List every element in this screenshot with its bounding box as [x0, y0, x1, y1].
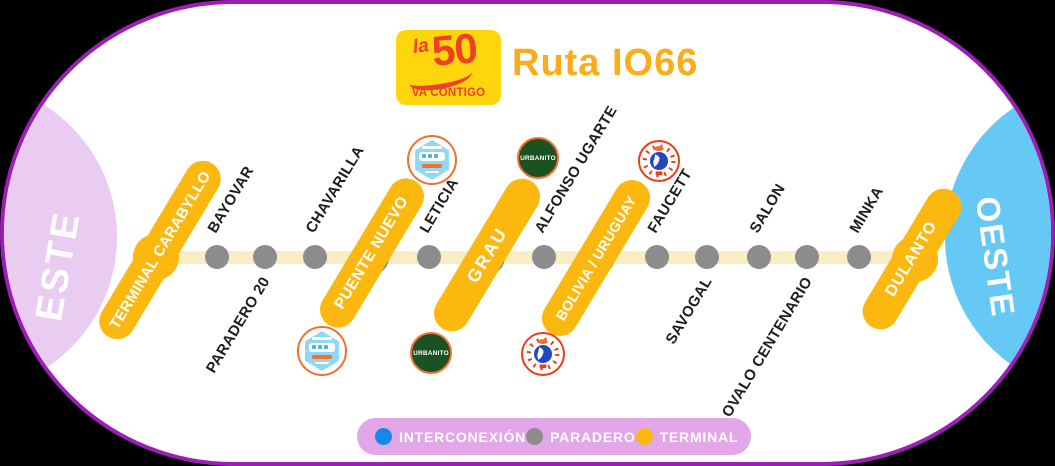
tren-logo-icon [305, 331, 339, 371]
paradero-dot-icon [526, 428, 544, 445]
globo-logo-icon [526, 337, 560, 371]
legend-item-terminal: TERMINAL [635, 428, 739, 445]
tren-logo-icon [415, 140, 449, 180]
legend-label-paradero: PARADERO [550, 428, 636, 445]
station-label-chavarilla: CHAVARILLA [302, 143, 368, 236]
legend-item-interconexion: INTERCONEXIÓN [375, 428, 526, 445]
paradero-dot-paradero20 [253, 245, 277, 269]
station-label-savogal: SAVOGAL [662, 274, 716, 348]
paradero-dot-ovalo-centenario [795, 245, 819, 269]
route-title: Ruta IO66 [512, 42, 699, 84]
terminal-bar-dulanto-label: DULANTO [882, 217, 941, 300]
station-label-salon: SALON [746, 180, 789, 236]
station-label-leticia: LETICIA [416, 175, 463, 236]
station-label-ovalo-centenario: OVALO CENTENARIO [718, 274, 816, 421]
paradero-dot-chavarilla [303, 245, 327, 269]
legend-label-interconexion: INTERCONEXIÓN [399, 428, 527, 445]
urbanito-badge-label: URBANITO [413, 349, 449, 357]
station-label-paradero-20: PARADERO 20 [202, 274, 274, 377]
legend-item-paradero: PARADERO [526, 428, 635, 445]
urbanito-badge-top: URBANITO [517, 137, 559, 179]
paradero-dot-bayovar [205, 245, 229, 269]
legend: INTERCONEXIÓN PARADERO TERMINAL [357, 418, 751, 455]
paradero-dot-salon [747, 245, 771, 269]
interconexion-dot-icon [375, 428, 392, 445]
logo-tagline: VA CONTIGO [411, 87, 486, 99]
legend-label-terminal: TERMINAL [659, 428, 739, 445]
urbanito-badge-bottom: URBANITO [410, 332, 452, 374]
station-label-minka: MINKA [846, 183, 888, 236]
paradero-dot-leticia [417, 245, 441, 269]
paradero-dot-minka [847, 245, 871, 269]
urbanito-badge-label: URBANITO [520, 154, 556, 162]
la50-logo: la 50 VA CONTIGO [396, 24, 501, 105]
globo-badge-bottom [521, 332, 565, 376]
globo-logo-icon [642, 144, 676, 178]
logo-la-text: la [411, 35, 431, 59]
paradero-dot-savogal [695, 245, 719, 269]
tren-badge-top [407, 135, 457, 185]
terminal-dot-icon [635, 428, 653, 445]
tren-badge-bottom [297, 326, 347, 376]
interconexion-bar-grau-label: GRAU [462, 223, 511, 287]
globo-badge-top [638, 140, 680, 182]
paradero-dot-alfonso-ugarte [532, 245, 556, 269]
paradero-dot-faucett [645, 245, 669, 269]
terminal-bar-carabyllo-label: TERMINAL CARABYLLO [106, 168, 214, 332]
